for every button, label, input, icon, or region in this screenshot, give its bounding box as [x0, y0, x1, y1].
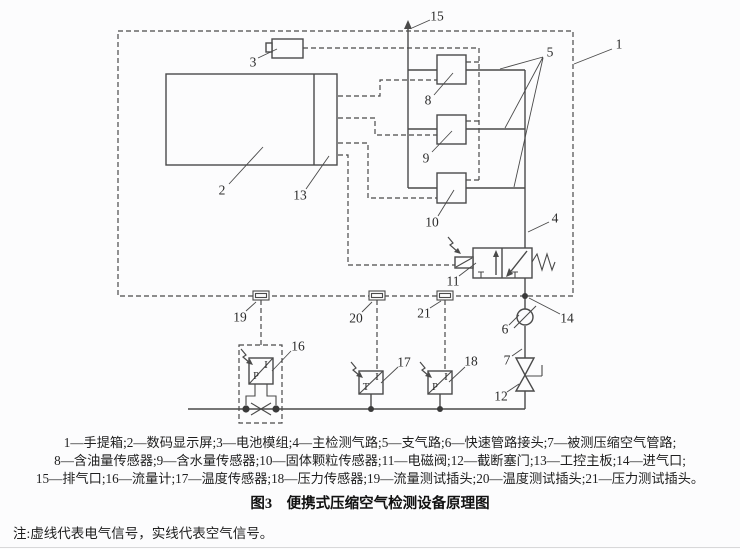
valve-port-marks: [478, 271, 518, 278]
label-particle-sensor: 10: [425, 214, 439, 230]
case-outline: [117, 30, 574, 297]
label-battery: 3: [249, 54, 257, 70]
test-plugs: [252, 290, 454, 301]
figure-note: 注:虚线代表电气信号，实线代表空气信号。: [13, 526, 274, 541]
label-press-plug: 21: [417, 305, 431, 321]
particle-sensor-box: [436, 172, 467, 204]
junction-dots: [242, 293, 528, 413]
label-temp-plug: 20: [349, 310, 363, 326]
temp-letter-t: T: [362, 381, 370, 393]
label-main-line: 4: [551, 210, 559, 226]
flow-letter-p: P: [253, 370, 259, 382]
electrical-signal-lines: [238, 47, 480, 424]
display-to-water-sensor-line: [338, 117, 437, 136]
temp-signal-arrowhead-icon: [356, 372, 363, 378]
label-quick-coupler: 6: [501, 321, 509, 337]
shutoff-cock: [514, 357, 543, 392]
flow-test-plug: [252, 290, 270, 301]
label-oil-sensor: 8: [424, 92, 432, 108]
press-letter-i: I: [444, 371, 448, 383]
temperature-sensor: [350, 361, 384, 410]
temp-letter-i: I: [375, 371, 379, 383]
cock-handle: [526, 365, 543, 377]
press-signal-arrowhead-icon: [425, 372, 432, 378]
valve-diagonal-arrow-icon: [506, 268, 513, 277]
press-test-plug: [436, 290, 454, 301]
label-case: 1: [615, 36, 623, 52]
oil-content-sensor-box: [436, 54, 467, 85]
label-tested-pipe: 7: [503, 352, 511, 368]
solenoid-valve: [447, 236, 556, 279]
label-shutoff-cock: 12: [494, 388, 508, 404]
label-temp-sensor: 17: [397, 354, 411, 370]
figure-title: 图3 便携式压缩空气检测设备原理图: [250, 496, 490, 512]
flow-meter: [240, 348, 277, 416]
label-branch-lines: 5: [546, 44, 554, 60]
display-to-oil-sensor-line: [338, 79, 437, 97]
inlet-port-junction: [522, 293, 528, 299]
label-exhaust-port: 15: [430, 8, 444, 24]
label-flow-meter: 16: [291, 338, 305, 354]
label-controller: 13: [293, 187, 307, 203]
flow-signal-zigzag-icon: [240, 348, 251, 364]
exhaust-arrow-icon: [404, 20, 412, 29]
caption-line-2: 8—含油量传感器;9—含水量传感器;10—固体颗粒传感器;11—电磁阀;12—截…: [54, 453, 686, 468]
temp-signal-zigzag-icon: [350, 361, 361, 377]
label-water-sensor: 9: [422, 150, 430, 166]
temp-test-plug: [368, 290, 386, 301]
label-flow-plug: 19: [233, 309, 247, 325]
display-box: [165, 73, 338, 166]
leader-lines: [228, 19, 613, 393]
display-unit: [165, 73, 338, 166]
valve-flow-arrow-icon: [493, 250, 499, 257]
display-to-solenoid-line: [338, 154, 455, 266]
solenoid-signal-zigzag-icon: [447, 236, 459, 253]
label-solenoid-valve: 11: [446, 273, 460, 289]
label-display: 2: [218, 182, 226, 198]
label-inlet-port: 14: [560, 310, 574, 326]
label-press-sensor: 18: [464, 353, 478, 369]
flow-meter-group-outline: [238, 344, 283, 424]
battery-power-bus: [303, 47, 480, 180]
flow-signal-arrowhead-icon: [246, 359, 253, 365]
flow-letter-i: I: [264, 359, 268, 371]
schematic-diagram: [117, 19, 613, 424]
caption-line-3: 15—排气口;16—流量计;17—温度传感器;18—压力传感器;19—流量测试插…: [35, 471, 705, 486]
battery-module: [265, 38, 304, 59]
valve-spring-icon: [531, 252, 556, 272]
bottom-rule: [0, 547, 740, 548]
caption-line-1: 1—手提箱;2—数码显示屏;3—电池模组;4—主检测气路;5—支气路;6—快速管…: [63, 435, 677, 450]
press-signal-zigzag-icon: [419, 361, 430, 377]
quick-coupler: [513, 305, 537, 329]
flow-element-icon: [250, 402, 272, 416]
water-content-sensor-box: [436, 114, 467, 145]
press-letter-p: P: [432, 381, 438, 393]
pressure-sensor: [419, 361, 453, 410]
display-to-particle-sensor-line: [338, 142, 437, 199]
solenoid-signal-arrowhead-icon: [454, 248, 461, 254]
